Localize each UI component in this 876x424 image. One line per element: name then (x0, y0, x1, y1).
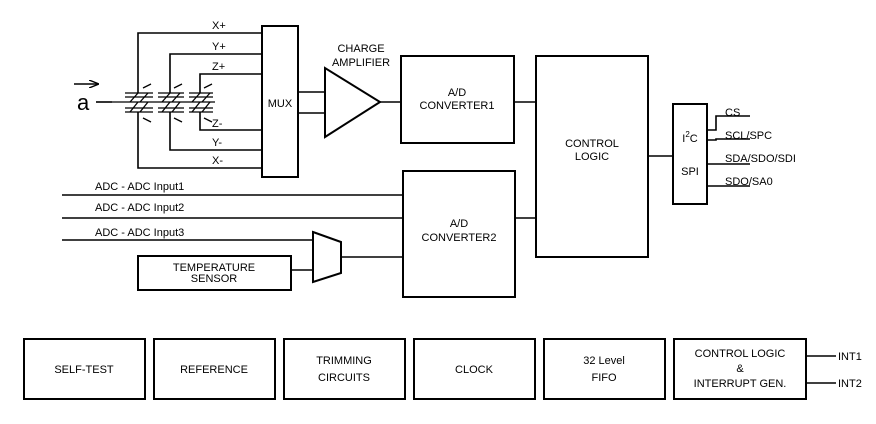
i2c-spi-block (672, 103, 708, 205)
axis-wires (137, 32, 262, 169)
adc1-label-2: CONVERTER1 (420, 100, 495, 112)
pin-sda-sdo-sdi: SDA/SDO/SDI (725, 153, 796, 165)
adc2-label-1: A/D (450, 218, 468, 230)
axis-label-x-plus: X+ (212, 20, 226, 32)
temperature-sensor-label-2: SENSOR (191, 273, 238, 285)
adc2-block (402, 170, 516, 298)
charge-amplifier-triangle (324, 66, 382, 139)
axis-label-x-minus: X- (212, 155, 223, 167)
clock-label: CLOCK (455, 364, 494, 376)
axis-label-y-minus: Y- (212, 137, 222, 149)
i2c-label: I2C (682, 130, 698, 145)
fifo-label-2: FIFO (591, 372, 616, 384)
temperature-sensor-label-1: TEMPERATURE (173, 262, 255, 274)
spi-label: SPI (681, 166, 699, 178)
control-logic-block (535, 55, 649, 258)
int1-label: INT1 (838, 351, 862, 363)
clock-block (413, 338, 536, 400)
mux-block (261, 25, 299, 178)
mux-label: MUX (268, 98, 293, 110)
adc-input1-label: ADC - ADC Input1 (95, 181, 184, 193)
analog-mux-trapezoid (312, 230, 342, 284)
adc2-label-2: CONVERTER2 (422, 232, 497, 244)
adc-input2-label: ADC - ADC Input2 (95, 202, 184, 214)
charge-amplifier-label-2: AMPLIFIER (332, 57, 390, 69)
interface-pin-wires (707, 115, 750, 187)
reference-block (153, 338, 276, 400)
int2-label: INT2 (838, 378, 862, 390)
pin-scl-spc: SCL/SPC (725, 130, 772, 142)
axis-label-z-minus: Z- (212, 118, 223, 130)
mux-to-amp-wires (298, 91, 325, 114)
acceleration-label: a (77, 90, 90, 115)
control-interrupt-label-3: INTERRUPT GEN. (694, 378, 787, 390)
self-test-block (23, 338, 146, 400)
sensing-capacitor-array-icon (112, 83, 215, 123)
adc1-block (400, 55, 515, 144)
pin-sdo-sa0: SDO/SA0 (725, 176, 773, 188)
control-logic-label-1: CONTROL (565, 138, 619, 150)
trimming-label-2: CIRCUITS (318, 372, 370, 384)
pin-cs: CS (725, 107, 740, 119)
fifo-label-1: 32 Level (583, 355, 625, 367)
trimming-circuits-block (283, 338, 406, 400)
adc1-label-1: A/D (448, 87, 466, 99)
self-test-label: SELF-TEST (54, 364, 114, 376)
charge-amplifier-label-1: CHARGE (337, 43, 384, 55)
trimming-label-1: TRIMMING (316, 355, 372, 367)
fifo-block (543, 338, 666, 400)
temperature-sensor-block (137, 255, 292, 291)
adc-input3-label: ADC - ADC Input3 (95, 227, 184, 239)
control-logic-label-2: LOGIC (575, 151, 609, 163)
control-interrupt-block (673, 338, 807, 400)
axis-label-y-plus: Y+ (212, 41, 226, 53)
control-interrupt-label-1: CONTROL LOGIC (695, 348, 786, 360)
control-interrupt-label-2: & (736, 363, 744, 375)
reference-label: REFERENCE (180, 364, 248, 376)
axis-label-z-plus: Z+ (212, 61, 225, 73)
acceleration-vector-symbol: a (74, 84, 112, 115)
